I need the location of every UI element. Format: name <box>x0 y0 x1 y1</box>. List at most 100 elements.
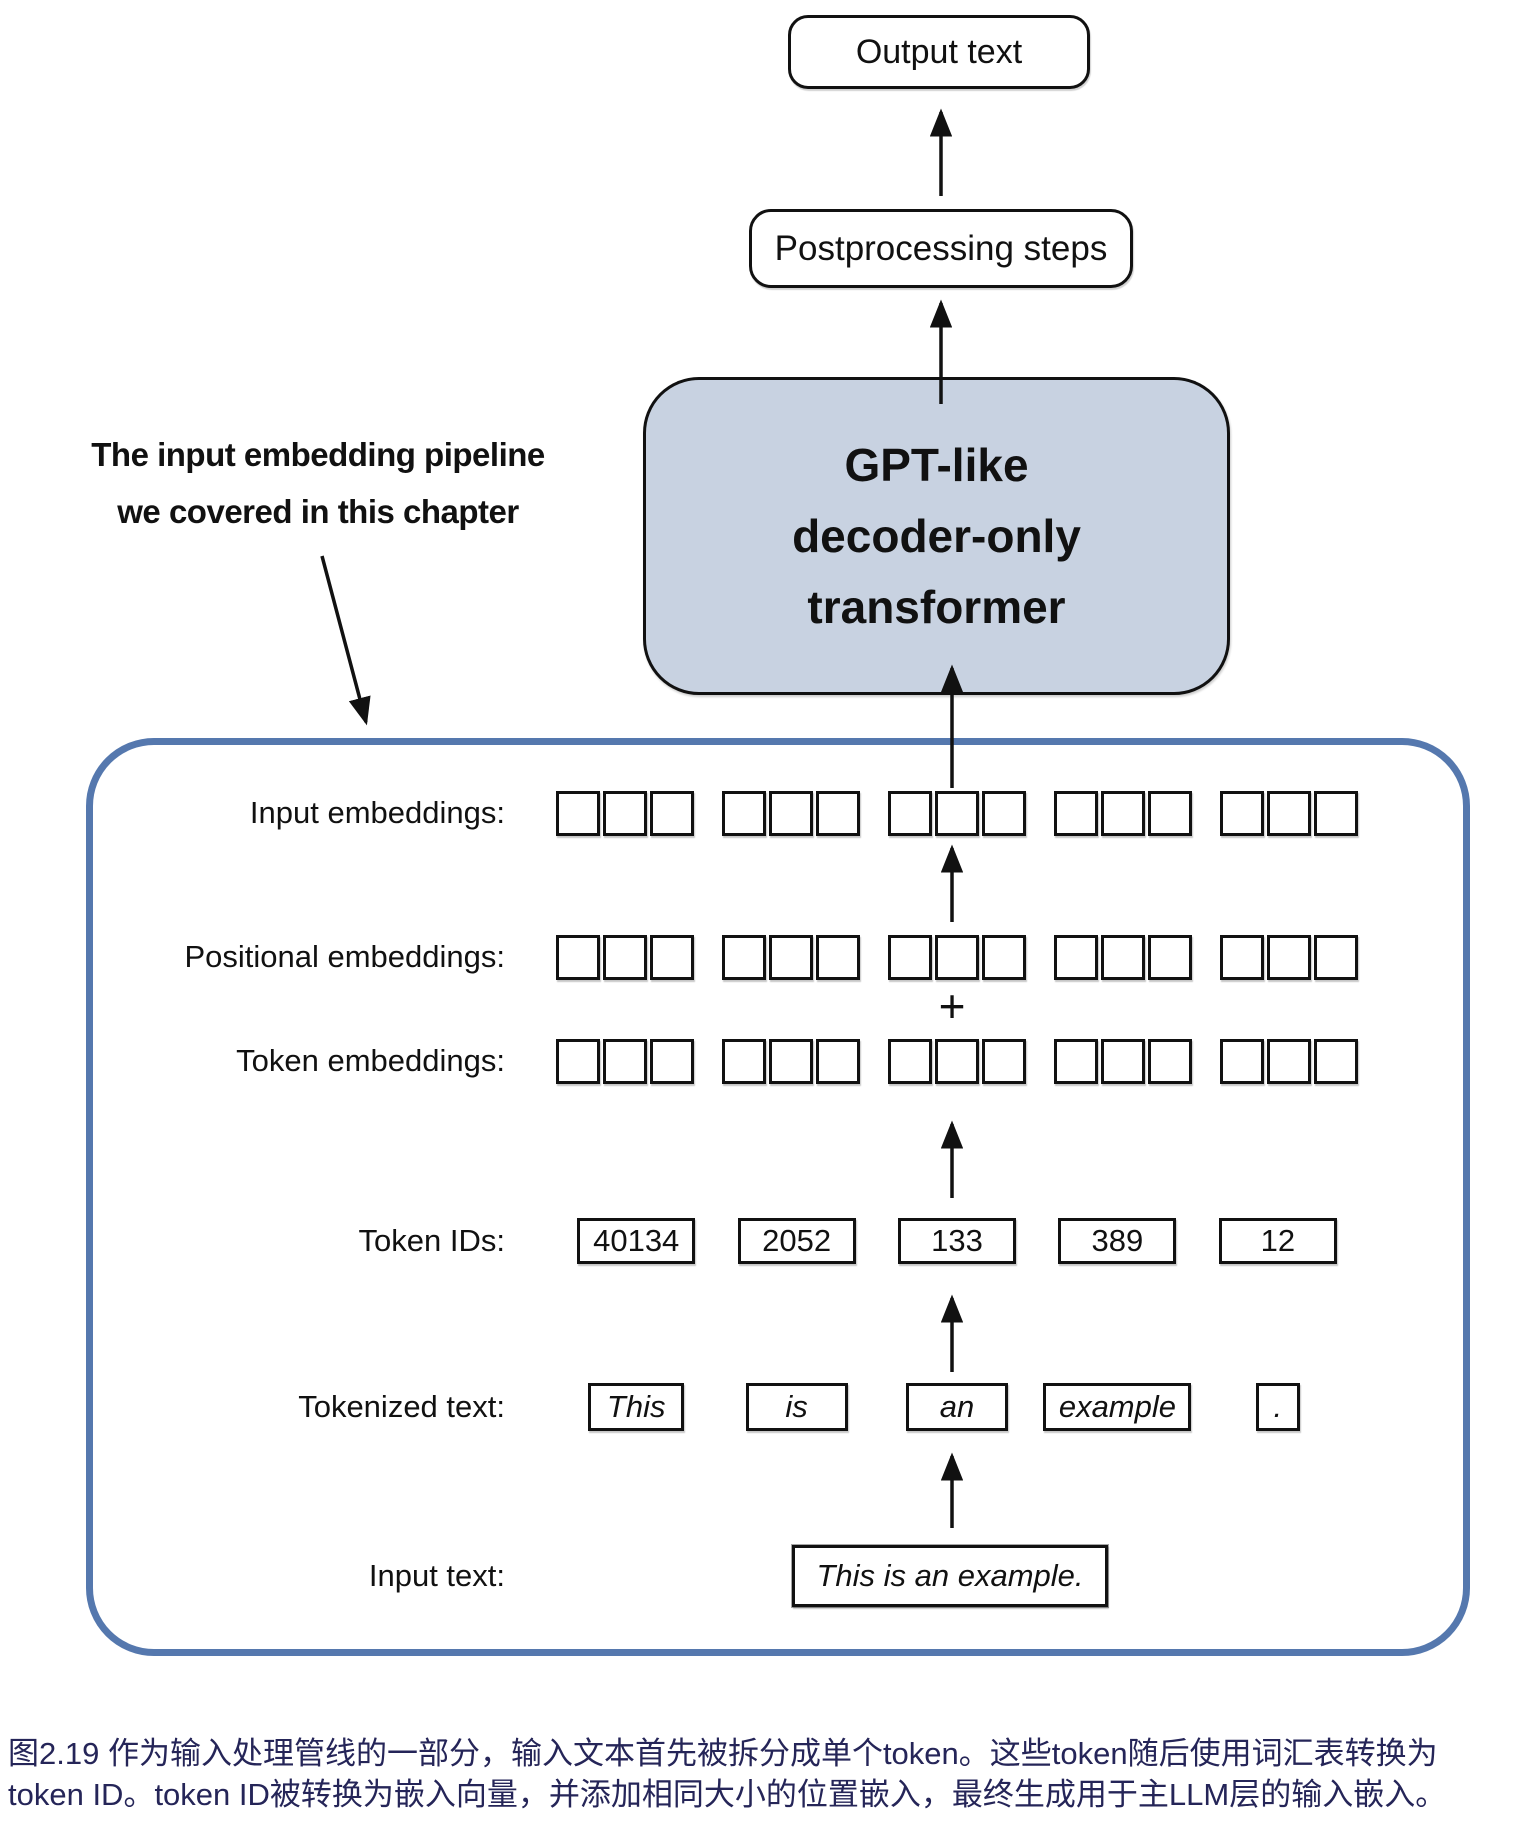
gpt-box-line1: GPT-like <box>844 438 1029 491</box>
embedding-cell <box>1220 935 1264 980</box>
embedding-cell <box>935 1039 979 1084</box>
embedding-cell <box>650 935 694 980</box>
annotation-line2: we covered in this chapter <box>117 493 519 530</box>
postprocessing-steps-box: Postprocessing steps <box>749 209 1133 288</box>
embedding-cell <box>888 1039 932 1084</box>
input-text-label: Input text: <box>368 1558 505 1593</box>
embedding-vector-group <box>888 791 1026 836</box>
token-id-cell: 40134 <box>556 1218 716 1264</box>
embedding-vector-group <box>1220 935 1358 980</box>
token-box: This <box>588 1383 685 1431</box>
embedding-cell <box>1314 935 1358 980</box>
token-id-box: 389 <box>1058 1218 1177 1264</box>
output-text-label: Output text <box>855 32 1023 71</box>
embedding-vector-group <box>556 1039 694 1084</box>
token-ids-label: Token IDs: <box>358 1223 505 1258</box>
embedding-cell <box>982 791 1026 836</box>
embedding-vector-group <box>722 791 860 836</box>
annotation-note: The input embedding pipeline we covered … <box>78 426 558 540</box>
embedding-cell <box>1148 791 1192 836</box>
embedding-cell <box>1054 791 1098 836</box>
output-text-box: Output text <box>788 15 1090 89</box>
token-id-box: 133 <box>898 1218 1017 1264</box>
input-embeddings-label: Input embeddings: <box>249 795 505 830</box>
token-embeddings-squares <box>556 1039 1358 1084</box>
gpt-box-line3: transformer <box>807 580 1066 633</box>
embedding-cell <box>1101 791 1145 836</box>
token-cell: an <box>877 1383 1037 1431</box>
figure-caption: 图2.19 作为输入处理管线的一部分，输入文本首先被拆分成单个token。这些t… <box>8 1736 1447 1812</box>
token-id-cell: 389 <box>1037 1218 1197 1264</box>
input-text-value: This is an example. <box>816 1558 1084 1593</box>
token-id-cell: 2052 <box>716 1218 876 1264</box>
plus-sign: + <box>938 980 966 1032</box>
embedding-cell <box>650 1039 694 1084</box>
embedding-cell <box>888 791 932 836</box>
gpt-transformer-box: GPT-like decoder-only transformer <box>643 377 1230 695</box>
token-id-box: 12 <box>1218 1218 1337 1264</box>
embedding-cell <box>1220 1039 1264 1084</box>
embedding-cell <box>1148 1039 1192 1084</box>
embedding-cell <box>556 935 600 980</box>
embedding-vector-group <box>1220 1039 1358 1084</box>
token-cell: This <box>556 1383 716 1431</box>
token-box: . <box>1255 1383 1300 1431</box>
embedding-cell <box>556 1039 600 1084</box>
embedding-cell <box>556 791 600 836</box>
token-id-cell: 12 <box>1198 1218 1358 1264</box>
embedding-cell <box>982 1039 1026 1084</box>
embedding-cell <box>769 1039 813 1084</box>
embedding-cell <box>1054 1039 1098 1084</box>
embedding-vector-group <box>1054 935 1192 980</box>
embedding-cell <box>816 791 860 836</box>
embedding-cell <box>1148 935 1192 980</box>
embedding-cell <box>603 935 647 980</box>
arrow-annotation-pointer <box>320 555 371 726</box>
embedding-vector-group <box>556 935 694 980</box>
embedding-cell <box>935 935 979 980</box>
embedding-vector-group <box>1054 791 1192 836</box>
token-cell: . <box>1198 1383 1358 1431</box>
token-id-box: 2052 <box>737 1218 856 1264</box>
embedding-cell <box>769 935 813 980</box>
embedding-cell <box>982 935 1026 980</box>
embedding-cell <box>1267 791 1311 836</box>
embedding-cell <box>722 1039 766 1084</box>
token-box: an <box>906 1383 1009 1431</box>
embedding-cell <box>1101 1039 1145 1084</box>
embedding-cell <box>722 791 766 836</box>
embedding-cell <box>816 1039 860 1084</box>
embedding-vector-group <box>1054 1039 1192 1084</box>
token-cell: is <box>716 1383 876 1431</box>
embedding-vector-group <box>722 935 860 980</box>
embedding-cell <box>603 791 647 836</box>
embedding-cell <box>888 935 932 980</box>
embedding-cell <box>650 791 694 836</box>
pipeline-container <box>86 738 1470 1656</box>
token-id-box: 40134 <box>577 1218 696 1264</box>
input-embeddings-squares <box>556 791 1358 836</box>
embedding-vector-group <box>888 1039 1026 1084</box>
embedding-vector-group <box>888 935 1026 980</box>
embedding-vector-group <box>1220 791 1358 836</box>
gpt-box-line2: decoder-only <box>792 509 1081 562</box>
tokenized-text-label: Tokenized text: <box>298 1389 505 1424</box>
embedding-vector-group <box>722 1039 860 1084</box>
embedding-cell <box>935 791 979 836</box>
embedding-cell <box>769 791 813 836</box>
token-embeddings-label: Token embeddings: <box>236 1043 505 1078</box>
postprocessing-steps-label: Postprocessing steps <box>774 228 1108 268</box>
embedding-cell <box>722 935 766 980</box>
positional-embeddings-squares <box>556 935 1358 980</box>
embedding-cell <box>1314 791 1358 836</box>
token-box: example <box>1043 1383 1192 1431</box>
tokenized-text-row: This is an example. <box>556 1383 1358 1431</box>
input-text-box: This is an example. <box>792 1545 1108 1607</box>
embedding-cell <box>1220 791 1264 836</box>
token-box: is <box>745 1383 848 1431</box>
token-cell: example <box>1037 1383 1197 1431</box>
token-ids-row: 40134 2052 133 389 12 <box>556 1218 1358 1264</box>
embedding-cell <box>1314 1039 1358 1084</box>
embedding-cell <box>1267 1039 1311 1084</box>
